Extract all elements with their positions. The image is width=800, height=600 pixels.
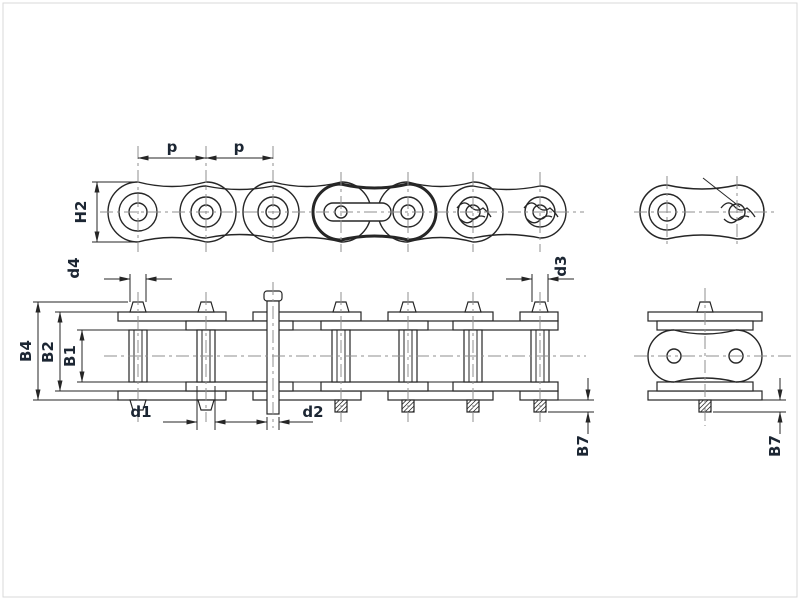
chain-plan-view	[117, 290, 559, 415]
dimension-lines	[33, 155, 786, 434]
dim-label-d1: d1	[130, 403, 151, 421]
dim-label-pitch-2: p	[234, 138, 245, 156]
dim-label-h2: H2	[72, 201, 90, 224]
dim-label-pitch-1: p	[167, 138, 178, 156]
dim-label-b2: B2	[39, 341, 57, 363]
dimension-labels: p p H2 d4 d3 B4 B2 B1 d1 d2 B7 B7	[17, 138, 784, 457]
connecting-link-side-view	[639, 177, 765, 240]
dim-label-d3: d3	[552, 255, 570, 276]
dim-label-b1: B1	[61, 345, 79, 367]
dim-label-b7-plan: B7	[574, 435, 592, 457]
dim-label-d4: d4	[65, 257, 83, 278]
centerlines	[100, 146, 792, 428]
dim-label-b7-end: B7	[766, 435, 784, 457]
dim-label-d2: d2	[302, 403, 323, 421]
dim-label-b4: B4	[17, 340, 35, 362]
